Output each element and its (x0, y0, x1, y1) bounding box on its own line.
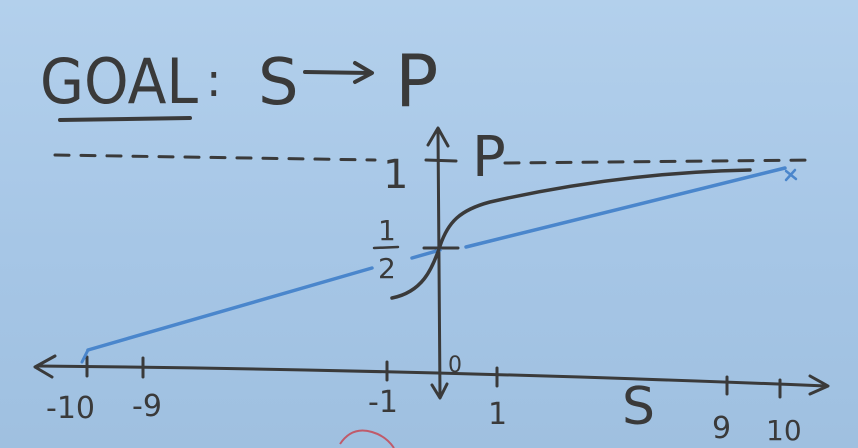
title-p: P (395, 39, 438, 123)
linear-line-end-mark (784, 168, 798, 182)
linear-line-center (410, 248, 442, 260)
x-ticks (85, 355, 782, 399)
linear-line-right (464, 166, 787, 249)
x-axis-label: S (622, 377, 655, 437)
title-arrow-head (353, 61, 374, 84)
title-arrow-shaft (303, 70, 372, 75)
x-axis-arrow-left (33, 354, 57, 379)
x-label-1: 1 (488, 397, 507, 432)
title-s: S (258, 46, 299, 120)
title-underline (58, 116, 192, 122)
title-goal: GOAL (40, 45, 198, 118)
y-axis-label: P (472, 125, 506, 190)
x-label-neg1: -1 (368, 385, 398, 420)
y-axis-arrow-up (426, 126, 450, 148)
y-tick-one (424, 158, 458, 163)
y-label-one: 1 (383, 152, 408, 198)
x-label-9: 9 (712, 411, 731, 446)
sigmoid-curve (390, 168, 752, 300)
asymptote-dashed-right (503, 158, 817, 165)
x-label-10: 10 (766, 414, 802, 447)
linear-line-tail (80, 348, 90, 364)
x-axis (36, 364, 828, 388)
y-axis (436, 128, 442, 397)
title-colon: : (206, 53, 222, 107)
x-label-neg10: -10 (46, 391, 95, 426)
linear-line-left (86, 266, 374, 352)
y-label-half-bar (372, 245, 400, 250)
y-label-half-numerator: 1 (378, 214, 396, 247)
asymptote-dashed-left (53, 153, 377, 162)
x-label-neg9: -9 (132, 389, 162, 424)
origin-label: 0 (448, 353, 462, 378)
y-label-half-denominator: 2 (378, 252, 396, 285)
x-axis-arrow-right (808, 374, 830, 396)
y-axis-arrow-down (430, 382, 449, 400)
red-scribble (339, 429, 395, 448)
